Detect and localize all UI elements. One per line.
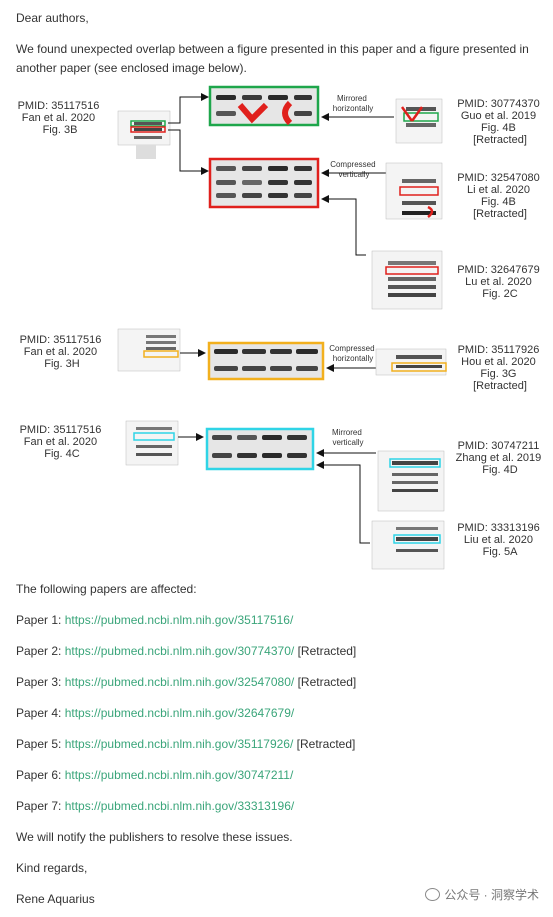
lu-2c-thumbnail bbox=[371, 250, 443, 310]
closing: We will notify the publishers to resolve… bbox=[16, 830, 293, 844]
hou-3g-thumbnail bbox=[375, 348, 447, 376]
paper-item: Paper 6: https://pubmed.ncbi.nlm.nih.gov… bbox=[16, 768, 294, 782]
paper-item: Paper 2: https://pubmed.ncbi.nlm.nih.gov… bbox=[16, 644, 357, 658]
paper-item: Paper 3: https://pubmed.ncbi.nlm.nih.gov… bbox=[16, 675, 357, 689]
li-4b-thumbnail bbox=[385, 162, 443, 220]
blot-red bbox=[208, 157, 320, 209]
blot-orange bbox=[207, 341, 325, 381]
paper-item: Paper 4: https://pubmed.ncbi.nlm.nih.gov… bbox=[16, 706, 295, 720]
zhang-4d-label: PMID: 30747211 Zhang et al. 2019 Fig. 4D bbox=[456, 440, 545, 476]
liu-5a-label: PMID: 33313196 Liu et al. 2020 Fig. 5A bbox=[457, 522, 543, 558]
note-mirrored-vertically: Mirrored vertically bbox=[332, 428, 364, 447]
fan-4c-label: PMID: 35117516 Fan et al. 2020 Fig. 4C bbox=[20, 424, 105, 460]
zhang-4d-thumbnail bbox=[377, 450, 445, 512]
watermark: 公众号 · 洞察学术 bbox=[425, 886, 539, 903]
paper-link[interactable]: https://pubmed.ncbi.nlm.nih.gov/35117516… bbox=[64, 613, 294, 627]
note-compressed-vertically: Compressed vertically bbox=[330, 160, 378, 179]
intro-paragraph: We found unexpected overlap between a fi… bbox=[16, 42, 529, 75]
hou-3g-label: PMID: 35117926 Hou et al. 2020 Fig. 3G [… bbox=[458, 344, 543, 392]
paper-link[interactable]: https://pubmed.ncbi.nlm.nih.gov/35117926… bbox=[64, 737, 294, 751]
fan-3b-label: PMID: 35117516 Fan et al. 2020 Fig. 3B bbox=[18, 100, 103, 136]
paper-link[interactable]: https://pubmed.ncbi.nlm.nih.gov/33313196… bbox=[64, 799, 295, 813]
liu-5a-thumbnail bbox=[371, 520, 445, 570]
paper-item: Paper 7: https://pubmed.ncbi.nlm.nih.gov… bbox=[16, 799, 295, 813]
greeting: Dear authors, bbox=[16, 11, 89, 25]
wechat-icon bbox=[425, 888, 441, 901]
note-mirrored-horizontally: Mirrored horizontally bbox=[333, 94, 373, 113]
guo-4b-thumbnail bbox=[395, 98, 443, 144]
fan-3b-thumbnail bbox=[117, 110, 171, 159]
fan-3h-label: PMID: 35117516 Fan et al. 2020 Fig. 3H bbox=[20, 334, 105, 370]
guo-4b-label: PMID: 30774370 Guo et al. 2019 Fig. 4B [… bbox=[457, 98, 543, 146]
paper-item: Paper 5: https://pubmed.ncbi.nlm.nih.gov… bbox=[16, 737, 356, 751]
blot-green bbox=[208, 85, 320, 127]
note-compressed-horizontally: Compressed horizontally bbox=[329, 344, 377, 363]
lu-2c-label: PMID: 32647679 Lu et al. 2020 Fig. 2C bbox=[457, 264, 543, 300]
signature: Rene Aquarius bbox=[16, 892, 95, 906]
paper-link[interactable]: https://pubmed.ncbi.nlm.nih.gov/30747211… bbox=[64, 768, 294, 782]
paper-link[interactable]: https://pubmed.ncbi.nlm.nih.gov/32647679… bbox=[64, 706, 295, 720]
fan-4c-thumbnail bbox=[125, 420, 179, 466]
paper-link[interactable]: https://pubmed.ncbi.nlm.nih.gov/32547080… bbox=[64, 675, 295, 689]
fan-3h-thumbnail bbox=[117, 328, 181, 372]
blot-cyan bbox=[205, 427, 315, 471]
regards: Kind regards, bbox=[16, 861, 88, 875]
affected-intro: The following papers are affected: bbox=[16, 582, 197, 596]
paper-item: Paper 1: https://pubmed.ncbi.nlm.nih.gov… bbox=[16, 613, 294, 627]
li-4b-label: PMID: 32547080 Li et al. 2020 Fig. 4B [R… bbox=[457, 172, 543, 220]
overlap-figure: PMID: 35117516 Fan et al. 2020 Fig. 3B M… bbox=[18, 85, 545, 570]
paper-link[interactable]: https://pubmed.ncbi.nlm.nih.gov/30774370… bbox=[64, 644, 295, 658]
